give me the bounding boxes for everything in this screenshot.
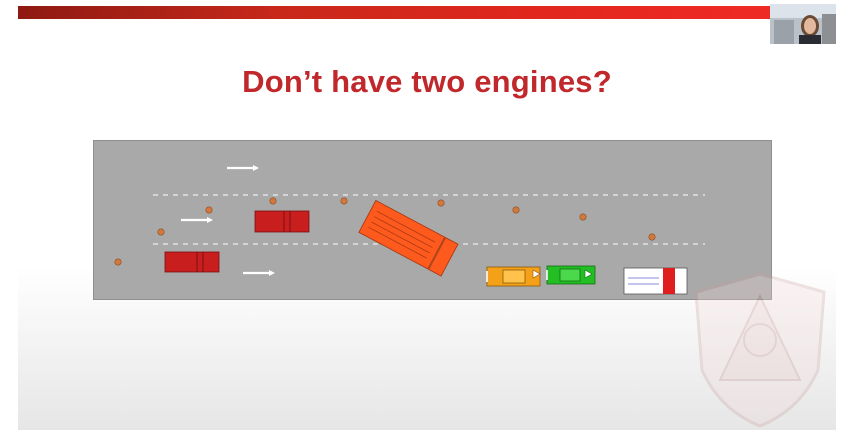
ambulance bbox=[624, 268, 687, 294]
road-diagram bbox=[93, 140, 772, 300]
green-car bbox=[547, 266, 595, 284]
accent-bar bbox=[18, 6, 770, 19]
fire-engine-1 bbox=[255, 211, 309, 232]
presentation-slide: Don’t have two engines? bbox=[18, 0, 836, 430]
presenter-video-icon bbox=[770, 4, 836, 44]
fire-engine-2 bbox=[165, 252, 219, 272]
yellow-car bbox=[487, 267, 540, 286]
slide-title: Don’t have two engines? bbox=[18, 64, 836, 100]
webcam-thumbnail[interactable] bbox=[770, 4, 836, 44]
fire-dept-badge-logo bbox=[690, 270, 830, 430]
